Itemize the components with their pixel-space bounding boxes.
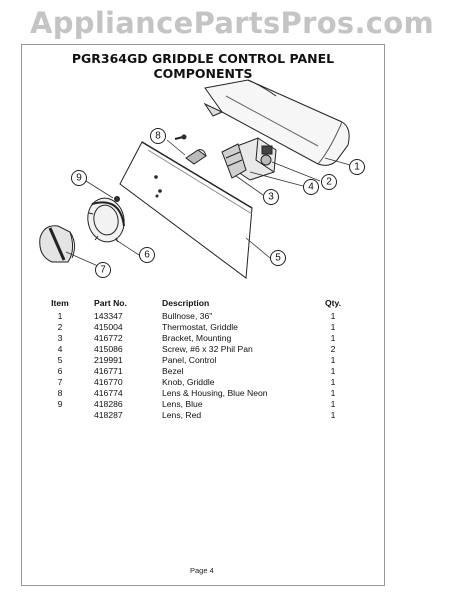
table-row: 8 416774 Lens & Housing, Blue Neon 1 (40, 388, 370, 399)
header-description: Description (162, 298, 210, 308)
bullnose-part (203, 79, 350, 166)
table-row: 7 416770 Knob, Griddle 1 (40, 377, 370, 388)
cell-item: 3 (57, 333, 63, 343)
cell-qty: 1 (330, 388, 336, 398)
callout-2: 2 (326, 177, 332, 188)
page-number: Page 4 (190, 566, 214, 575)
cell-description: Thermostat, Griddle (162, 322, 238, 332)
table-row: 2 415004 Thermostat, Griddle 1 (40, 322, 370, 333)
cell-part-no: 143347 (94, 311, 123, 321)
cell-qty: 1 (330, 410, 336, 420)
table-row: 3 416772 Bracket, Mounting 1 (40, 333, 370, 344)
cell-qty: 1 (330, 355, 336, 365)
cell-part-no: 416774 (94, 388, 123, 398)
cell-description: Panel, Control (162, 355, 217, 365)
cell-description: Bullnose, 36" (162, 311, 213, 321)
table-header: Item Part No. Description Qty. (40, 298, 370, 311)
cell-qty: 1 (330, 399, 336, 409)
cell-qty: 1 (330, 311, 336, 321)
callout-9: 9 (76, 173, 82, 184)
parts-table: Item Part No. Description Qty. 1 143347 Bu… (40, 298, 370, 421)
watermark: AppliancePartsPros.com (29, 6, 435, 40)
cell-item: 4 (57, 344, 63, 354)
cell-part-no: 416771 (94, 366, 123, 376)
cell-description: Screw, #6 x 32 Phil Pan (162, 344, 253, 354)
header-qty: Qty. (324, 298, 342, 308)
cell-description: Lens & Housing, Blue Neon (162, 388, 268, 398)
cell-qty: 1 (330, 333, 336, 343)
cell-item: 8 (57, 388, 63, 398)
table-row: 9 418286 Lens, Blue 1 (40, 399, 370, 410)
header-item: Item (51, 298, 69, 308)
control-panel-part (119, 141, 253, 279)
lens-housing-part (185, 149, 207, 165)
cell-description: Lens, Red (162, 410, 202, 420)
callout-3: 3 (268, 192, 274, 203)
cell-description: Bezel (162, 366, 184, 376)
cell-qty: 1 (330, 366, 336, 376)
cell-qty: 1 (330, 322, 336, 332)
mounting-bracket-part (221, 143, 247, 179)
cell-part-no: 416770 (94, 377, 123, 387)
cell-part-no: 416772 (94, 333, 123, 343)
table-row: 5 219991 Panel, Control 1 (40, 355, 370, 366)
lens-part (114, 196, 120, 202)
cell-description: Bracket, Mounting (162, 333, 232, 343)
callout-6: 6 (144, 250, 150, 261)
cell-item: 2 (57, 322, 63, 332)
cell-part-no: 418286 (94, 399, 123, 409)
page-frame (21, 44, 385, 586)
table-row: 1 143347 Bullnose, 36" 1 (40, 311, 370, 322)
cell-item: 5 (57, 355, 63, 365)
cell-item: 9 (57, 399, 63, 409)
cell-description: Knob, Griddle (162, 377, 215, 387)
callout-5: 5 (275, 253, 281, 264)
knob-part (39, 225, 76, 263)
cell-item: 1 (57, 311, 63, 321)
callout-1: 1 (354, 162, 360, 173)
table-row: 6 416771 Bezel 1 (40, 366, 370, 377)
callout-8: 8 (155, 131, 161, 142)
cell-part-no: 415004 (94, 322, 123, 332)
callout-7: 7 (100, 265, 106, 276)
cell-item: 6 (57, 366, 63, 376)
cell-part-no: 415086 (94, 344, 123, 354)
bezel-part (87, 197, 125, 243)
cell-part-no: 219991 (94, 355, 123, 365)
cell-item: 7 (57, 377, 63, 387)
callout-4: 4 (308, 182, 314, 193)
cell-description: Lens, Blue (162, 399, 203, 409)
panel-screw-part (174, 134, 187, 140)
cell-qty: 1 (330, 377, 336, 387)
cell-qty: 2 (330, 344, 336, 354)
cell-part-no: 418287 (94, 410, 123, 420)
table-row: 4 415086 Screw, #6 x 32 Phil Pan 2 (40, 344, 370, 355)
header-part-no: Part No. (94, 298, 127, 308)
page-title: PGR364GD GRIDDLE CONTROL PANEL COMPONENT… (71, 51, 335, 81)
table-row: 418287 Lens, Red 1 (40, 410, 370, 421)
